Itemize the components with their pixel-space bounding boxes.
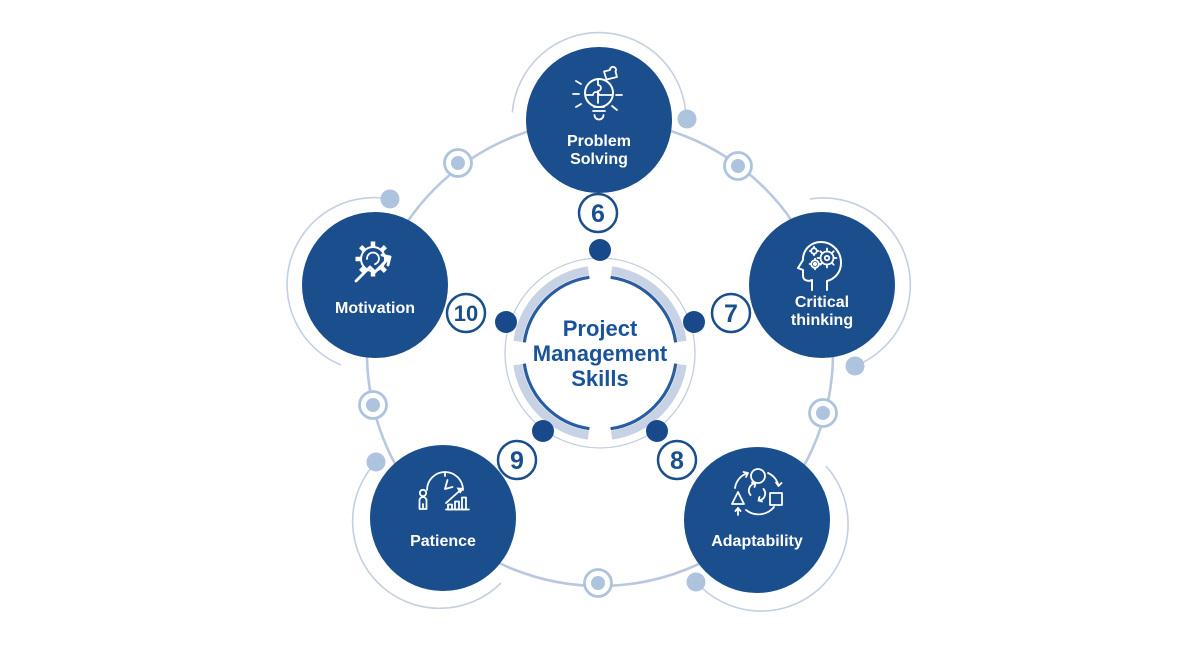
number-badge-text: 6 bbox=[591, 200, 605, 228]
lightbulb-puzzle-icon bbox=[572, 66, 623, 121]
skill-patience: Patience bbox=[370, 445, 516, 591]
arc-critical-thinking bbox=[809, 197, 912, 367]
number-badge-circle bbox=[656, 439, 698, 481]
hub-dot bbox=[495, 311, 517, 333]
number-badge-text: 7 bbox=[724, 300, 738, 328]
donut-ring bbox=[443, 148, 473, 178]
number-badge-text: 8 bbox=[670, 447, 684, 475]
skill-circle bbox=[302, 212, 448, 358]
skill-label-line: Problem bbox=[567, 133, 631, 150]
number-badge-circle bbox=[577, 192, 619, 234]
skill-label-line: Patience bbox=[410, 533, 476, 550]
decorative-arcs bbox=[286, 31, 912, 612]
number-badge-circle bbox=[496, 439, 538, 481]
skill-circle bbox=[370, 445, 516, 591]
arc-problem-solving bbox=[511, 31, 687, 121]
skill-critical-thinking: Critical thinking bbox=[749, 212, 895, 358]
arc-dot bbox=[677, 109, 697, 129]
number-badge-circle bbox=[445, 292, 487, 334]
badge-problem-solving: 6 bbox=[577, 192, 619, 234]
skill-problem-solving: Problem Solving bbox=[526, 47, 672, 193]
arc-dot bbox=[686, 572, 706, 592]
arc-end-dots bbox=[366, 109, 865, 592]
badge-critical-thinking: 7 bbox=[710, 292, 752, 334]
skill-circle bbox=[684, 447, 830, 593]
donut-ring bbox=[723, 151, 753, 181]
skill-label-line: Adaptability bbox=[711, 533, 803, 550]
hub-dot bbox=[683, 311, 705, 333]
center-title-line: Skills bbox=[571, 366, 628, 391]
badge-adaptability: 8 bbox=[656, 439, 698, 481]
skill-label-line: Critical bbox=[795, 294, 849, 311]
arc-motivation bbox=[286, 196, 391, 366]
center-title: Project Management Skills bbox=[533, 316, 668, 391]
number-badge-circle bbox=[710, 292, 752, 334]
shapes-cycle-icon bbox=[731, 468, 783, 516]
hub-dots bbox=[495, 239, 705, 442]
skill-motivation: Motivation bbox=[302, 212, 448, 358]
donut-ring bbox=[583, 568, 613, 598]
number-badge-text: 9 bbox=[510, 447, 524, 475]
center-title-line: Management bbox=[533, 341, 668, 366]
center-title-line: Project bbox=[563, 316, 638, 341]
center-dark-ring bbox=[522, 275, 678, 431]
gear-arrow-icon bbox=[354, 241, 392, 283]
badge-patience: 9 bbox=[496, 439, 538, 481]
skill-label-line: thinking bbox=[791, 312, 853, 329]
hub-dot bbox=[646, 420, 668, 442]
donut-ring bbox=[358, 390, 388, 420]
connector-donuts bbox=[358, 148, 838, 598]
clock-person-chart-icon bbox=[418, 471, 470, 511]
donut-ring bbox=[808, 398, 838, 428]
skill-label-line: Solving bbox=[570, 151, 628, 168]
number-badge-text: 10 bbox=[454, 301, 478, 326]
hub-dot bbox=[589, 239, 611, 261]
center-light-ring bbox=[513, 266, 687, 440]
skill-circle bbox=[749, 212, 895, 358]
arc-patience bbox=[351, 461, 502, 610]
arc-dot bbox=[845, 356, 865, 376]
arc-adaptability bbox=[695, 465, 849, 612]
badge-motivation: 10 bbox=[445, 292, 487, 334]
head-gears-icon bbox=[797, 241, 842, 291]
skill-label-line: Motivation bbox=[335, 300, 415, 317]
arc-dot bbox=[366, 452, 386, 472]
hub-dot bbox=[532, 420, 554, 442]
arc-dot bbox=[380, 189, 400, 209]
skill-adaptability: Adaptability bbox=[684, 447, 830, 593]
